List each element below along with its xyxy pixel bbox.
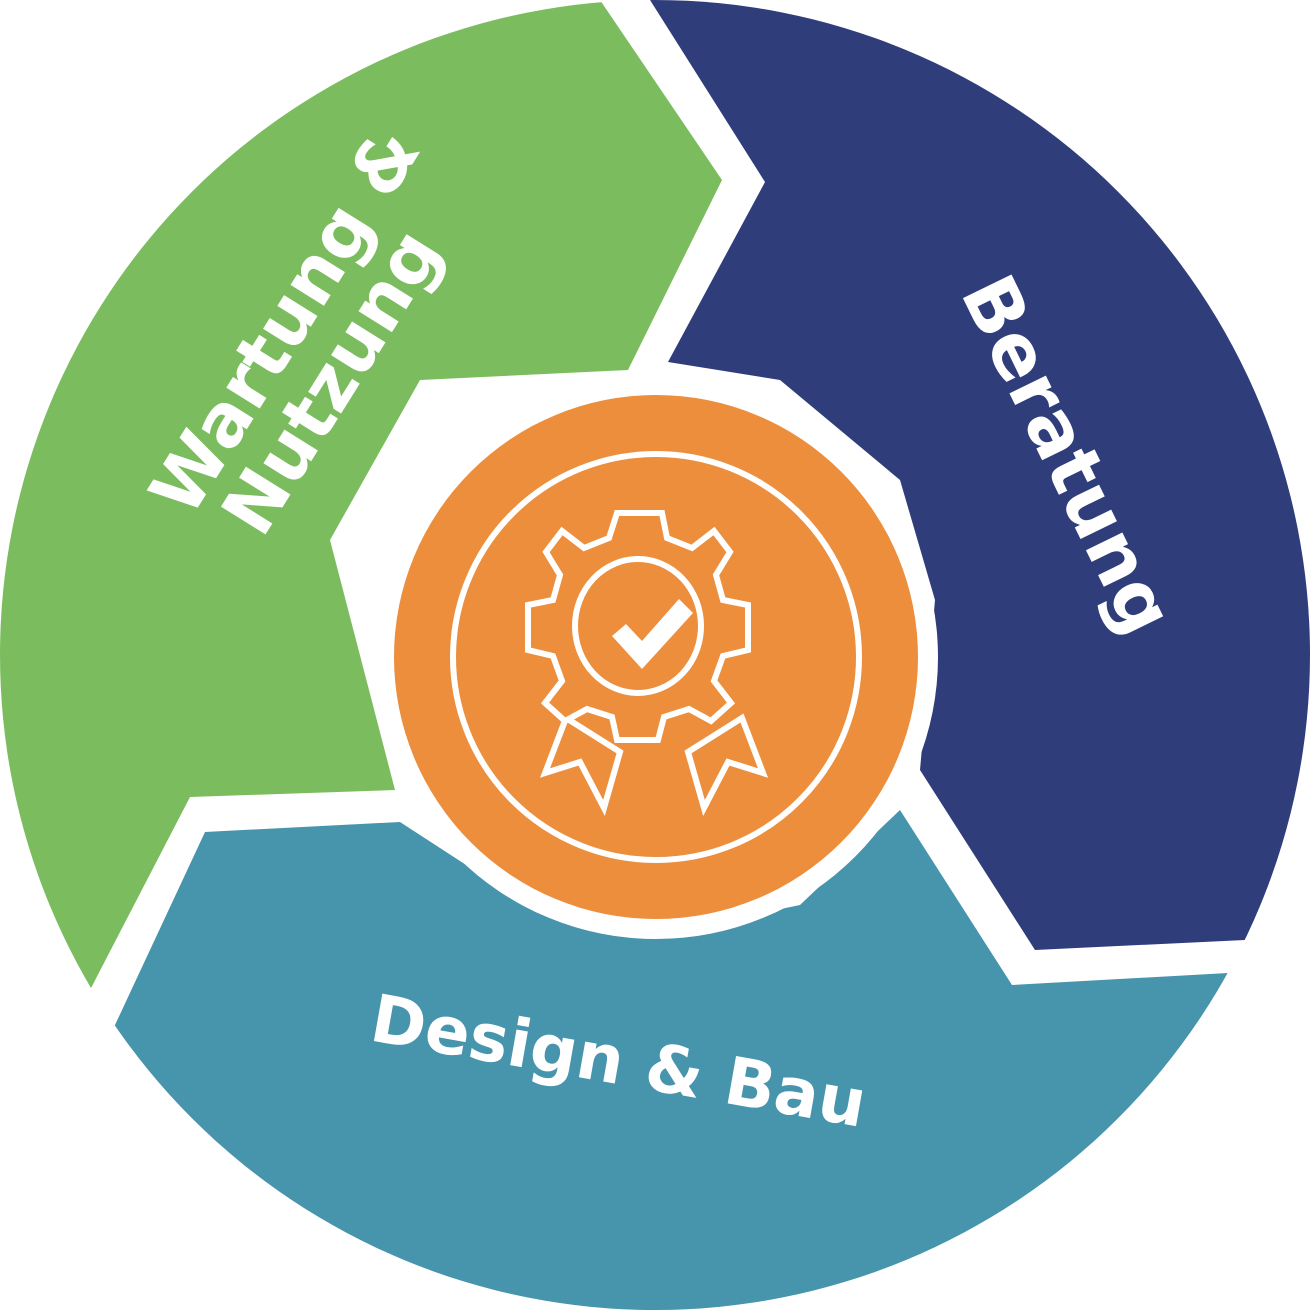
checkmark-icon — [612, 599, 693, 669]
center-inner-ring — [450, 451, 862, 863]
segment-beratung — [650, 0, 1310, 950]
segment-wartung-nutzung — [0, 0, 722, 1000]
gear-award-checkmark-icon — [525, 510, 769, 817]
segment-design-bau — [0, 810, 1310, 1310]
